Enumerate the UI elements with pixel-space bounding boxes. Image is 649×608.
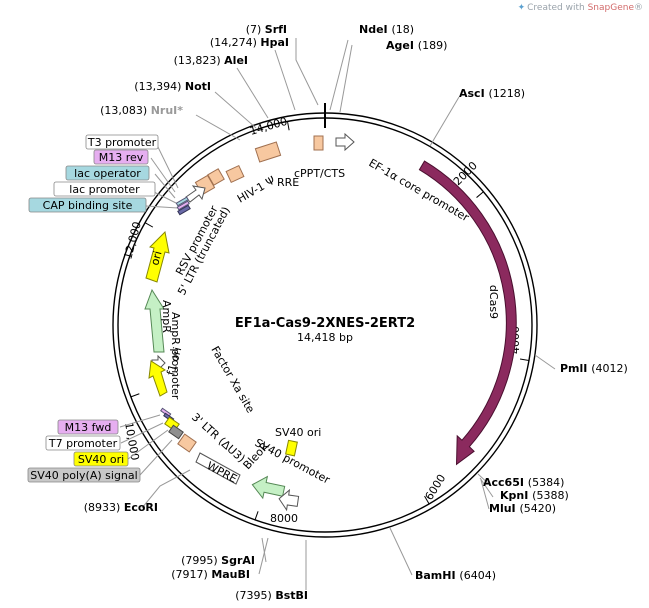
feature-cppt-box: [313, 135, 324, 151]
feature-lac-stack-2: [176, 200, 190, 211]
feature-ori-arrow: [145, 230, 170, 283]
feature-wpre-arrow: [195, 452, 241, 485]
feature-label-ampr-promoter: AmpR promoter: [169, 312, 182, 400]
feature-rsv-arrow: [185, 185, 206, 203]
feature-label-ampr: AmpR: [160, 300, 173, 333]
feature-label-text: SV40 ori: [78, 453, 124, 466]
feature-label-box: [53, 181, 156, 197]
feature-ampr-arrow: [144, 288, 165, 353]
restriction-site: PmlI (4012): [560, 362, 628, 375]
restriction-site: Acc65I (5384): [483, 476, 564, 489]
tick-mark: [519, 358, 530, 361]
feature-label-dcas9: dCas9: [487, 285, 500, 319]
feature-label-box: [57, 419, 119, 435]
plasmid-size: 14,418 bp: [297, 331, 353, 344]
restriction-site: AgeI (189): [386, 39, 447, 52]
restriction-site: (13,394) NotI: [134, 80, 211, 93]
feature-dcas9-arrow: [418, 160, 517, 466]
tick-mark: [476, 191, 484, 198]
feature-label-hiv: HIV-1 Ψ: [235, 173, 278, 205]
feature-sv40-ori-box: [285, 439, 298, 457]
feature-label-text: T3 promoter: [87, 136, 157, 149]
feature-lac-stack-3: [177, 204, 191, 216]
tick-mark: [287, 121, 290, 131]
tick-mark: [254, 511, 259, 520]
restriction-site: (14,274) HpaI: [210, 36, 289, 49]
feature-label-factor-xa: Factor Xa site: [208, 344, 257, 415]
feature-hiv-box: [225, 164, 245, 184]
feature-label-text: lac promoter: [69, 183, 140, 196]
tick-mark: [144, 222, 154, 228]
snapgene-icon: ✦: [517, 3, 526, 13]
restriction-site: (7917) MauBI: [171, 568, 250, 581]
tick-label: 8000: [270, 512, 298, 525]
feature-label-text: CAP binding site: [43, 199, 133, 212]
credit-line: ✦Created with SnapGene®: [518, 3, 643, 13]
tick-label: 12,000: [121, 220, 144, 261]
credit-prefix: Created with: [527, 3, 585, 13]
tick-mark: [424, 495, 430, 505]
feature-label-box: [27, 467, 141, 483]
feature-label-box: [73, 451, 129, 467]
feature-label-text: lac operator: [74, 167, 141, 180]
feature-label-text: T7 promoter: [48, 437, 118, 450]
feature-lac-stack-1: [175, 196, 189, 207]
feature-label-wpre: WPRE: [205, 459, 239, 486]
feature-label-box: [28, 197, 147, 213]
feature-5ltr-box-2: [207, 168, 225, 186]
plasmid-name: EF1a-Cas9-2XNES-2ERT2: [235, 316, 415, 331]
credit-brand: SnapGene: [587, 3, 634, 13]
credit-mark: ®: [634, 3, 643, 13]
site-layer: (7) SrfI NdeI (18) AgeI (189) AscI (1218) Pm…: [84, 23, 628, 602]
restriction-site: KpnI (5388): [500, 489, 569, 502]
feature-label-text: SV40 poly(A) signal: [30, 469, 137, 482]
feature-label-box: [65, 165, 150, 181]
feature-3ltr-box: [177, 433, 197, 453]
restriction-site: AscI (1218): [459, 87, 525, 100]
feature-bleor-arrow: [251, 475, 286, 500]
site-connector-layer: [119, 38, 556, 590]
feature-label-text: M13 rev: [99, 151, 144, 164]
feature-label-box: [93, 149, 149, 165]
feature-f1ori-arrow: [148, 360, 168, 397]
feature-label-text: M13 fwd: [65, 421, 112, 434]
tick-mark: [130, 393, 140, 398]
feature-label-ori: ori: [148, 250, 164, 267]
feature-sv40-promoter-arrow: [278, 488, 300, 512]
restriction-site: BamHI (6404): [415, 569, 496, 582]
restriction-site: (7) SrfI: [246, 23, 287, 36]
restriction-site: MluI (5420): [489, 502, 556, 515]
restriction-site: (7995) SgrAI: [181, 554, 255, 567]
tick-label: 6000: [423, 472, 449, 503]
restriction-site: (8933) EcoRI: [84, 501, 158, 514]
restriction-site: (7395) BstBI: [235, 589, 308, 602]
feature-label-cppt: cPPT/CTS: [294, 167, 345, 180]
feature-label-sv40-ori: SV40 ori: [275, 426, 321, 439]
feature-label-rre: RRE: [277, 176, 299, 189]
feature-rre-box: [254, 141, 282, 163]
feature-label-box: [45, 435, 121, 451]
restriction-site: (13,823) AleI: [174, 54, 248, 67]
restriction-site: NdeI (18): [359, 23, 414, 36]
feature-ef1a-arrow: [335, 132, 355, 152]
feature-3ltr-stack-4: [168, 424, 184, 440]
restriction-site: (13,083) NruI*: [100, 104, 183, 117]
feature-label-box: [85, 134, 159, 150]
